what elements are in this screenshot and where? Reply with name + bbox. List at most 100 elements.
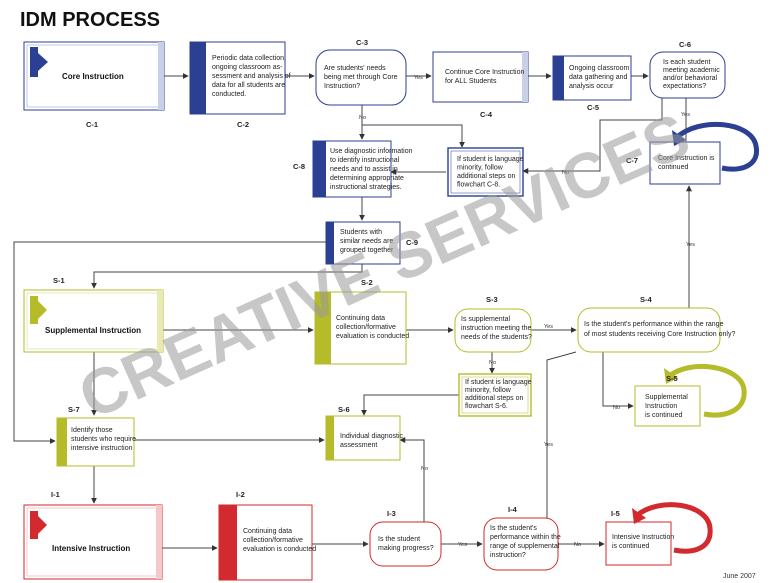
label-i5: I-5 — [611, 509, 620, 518]
node-s7: Identify those students who require inte… — [56, 417, 138, 467]
node-i1: Intensive Instruction — [23, 504, 163, 580]
label-no-i4: No — [574, 542, 581, 548]
label-s5: S-5 — [666, 374, 678, 383]
node-c3: Are students' needs being met through Co… — [315, 49, 407, 106]
node-s5: Supplemental Instruction is continued — [634, 363, 747, 427]
label-yes-c3: Yes — [414, 75, 423, 81]
node-c7-text: Core Instruction is continued — [658, 155, 716, 171]
node-c3-text: Are students' needs being met through Co… — [324, 65, 400, 90]
label-c6: C-6 — [679, 40, 691, 49]
node-lm1-text: If student is language minority, follow … — [457, 156, 526, 189]
label-s7: S-7 — [68, 405, 80, 414]
node-s7-text: Identify those students who require inte… — [71, 427, 138, 452]
node-i4-text: Is the student's performance within the … — [490, 525, 563, 559]
node-s5-text: Supplemental Instruction is continued — [645, 394, 690, 419]
connector-labels: Yes No Yes No Yes Yes No No No Yes Yes N… — [359, 75, 695, 548]
connector-c6-lm1-no — [522, 98, 663, 174]
connector-lm2-s6 — [361, 394, 459, 416]
node-s6-text: Individual diagnostic assessment — [340, 433, 405, 449]
label-no-s4: No — [613, 405, 620, 411]
label-i4: I-4 — [508, 505, 518, 514]
node-c5-text: Ongoing classroom data gathering and ana… — [569, 65, 631, 90]
label-s3: S-3 — [486, 295, 498, 304]
node-lm2-text: If student is language minority, follow … — [465, 379, 534, 410]
label-s6: S-6 — [338, 405, 350, 414]
label-i1: I-1 — [51, 490, 60, 499]
connector-i3-s6-no — [399, 437, 425, 522]
label-no-s3: No — [489, 360, 496, 366]
curved-arrow-head-icon — [664, 368, 678, 384]
node-i5: Intensive Instruction is continued — [605, 502, 713, 566]
curved-arrow-head-icon — [632, 508, 646, 524]
node-c8-text: Use diagnostic information to identify i… — [330, 148, 414, 191]
node-s3: Is supplemental instruction meeting the … — [454, 308, 533, 353]
label-no-i3: No — [421, 466, 428, 472]
node-c6-text: Is each student meeting academic and/or … — [663, 59, 722, 90]
label-no-c6: No — [562, 170, 569, 176]
arrow-right-icon — [30, 47, 48, 77]
node-i1-text: Intensive Instruction — [52, 544, 130, 553]
label-yes-s3: Yes — [544, 324, 553, 330]
node-c1-text: Core Instruction — [62, 72, 124, 81]
connector-i4-s4-yes — [546, 351, 577, 520]
label-i2: I-2 — [236, 490, 245, 499]
node-s1: Supplemental Instruction — [23, 289, 164, 353]
node-c7: Core Instruction is continued — [649, 121, 759, 185]
node-c4: Continue Core Instruction for ALL Studen… — [432, 51, 529, 103]
label-c5: C-5 — [587, 103, 599, 112]
node-c9: Students with similar needs are grouped … — [325, 221, 401, 265]
step-labels: C-1 C-2 C-3 C-4 C-5 C-6 C-7 C-8 C-9 S-1 … — [51, 38, 691, 518]
node-i3: Is the student making progress? — [369, 521, 442, 567]
node-c2-text: Periodic data collection, ongoing classr… — [212, 55, 293, 98]
label-c2: C-2 — [237, 120, 249, 129]
node-s2: Continuing data collection/formative eva… — [314, 291, 409, 365]
label-s1: S-1 — [53, 276, 65, 285]
label-s2: S-2 — [361, 278, 373, 287]
label-yes-i3: Yes — [458, 542, 467, 548]
label-yes-s4: Yes — [686, 242, 695, 248]
arrow-right-icon — [30, 511, 47, 539]
node-i4: Is the student's performance within the … — [483, 517, 563, 571]
label-c3: C-3 — [356, 38, 368, 47]
node-lm1: If student is language minority, follow … — [447, 147, 526, 197]
curved-arrow-icon — [666, 363, 747, 418]
label-c9: C-9 — [406, 238, 418, 247]
node-s6: Individual diagnostic assessment — [325, 415, 405, 461]
node-c6: Is each student meeting academic and/or … — [649, 51, 726, 99]
label-yes-i4: Yes — [544, 442, 553, 448]
label-c4: C-4 — [480, 110, 493, 119]
curved-arrow-head-icon — [672, 130, 686, 146]
node-lm2: If student is language minority, follow … — [458, 373, 534, 417]
node-s1-text: Supplemental Instruction — [45, 326, 141, 335]
label-yes-c6: Yes — [681, 112, 690, 118]
label-s4: S-4 — [640, 295, 653, 304]
label-c7: C-7 — [626, 156, 638, 165]
node-s3-text: Is supplemental instruction meeting the … — [461, 316, 533, 341]
page-title: IDM PROCESS — [20, 9, 160, 31]
node-s2-text: Continuing data collection/formative eva… — [336, 315, 409, 340]
arrow-right-icon — [30, 296, 47, 324]
connector-c9-s1 — [91, 264, 363, 289]
label-c1: C-1 — [86, 120, 98, 129]
node-c5: Ongoing classroom data gathering and ana… — [552, 55, 632, 101]
node-c9-text: Students with similar needs are grouped … — [340, 229, 395, 254]
connector-c3-lm1 — [362, 124, 465, 148]
node-s4-text: Is the student's performance within the … — [584, 321, 735, 338]
connector-s4-s5-no — [602, 352, 634, 409]
node-i5-text: Intensive Instruction is continued — [612, 534, 676, 550]
curved-arrow-icon — [674, 121, 759, 172]
date-stamp: June 2007 — [723, 573, 756, 580]
label-no-c3: No — [359, 115, 366, 121]
node-i2-text: Continuing data collection/formative eva… — [243, 528, 316, 553]
curved-arrow-icon — [634, 502, 713, 554]
connector-c9-s7 — [13, 241, 326, 444]
label-c8: C-8 — [293, 162, 305, 171]
node-s4: Is the student's performance within the … — [577, 307, 735, 353]
node-i2: Continuing data collection/formative eva… — [218, 504, 316, 581]
node-i3-text: Is the student making progress? — [378, 536, 434, 552]
label-i3: I-3 — [387, 509, 396, 518]
node-c2: Periodic data collection, ongoing classr… — [189, 41, 293, 115]
connectors — [13, 73, 721, 551]
node-c4-text: Continue Core Instruction for ALL Studen… — [445, 69, 526, 85]
